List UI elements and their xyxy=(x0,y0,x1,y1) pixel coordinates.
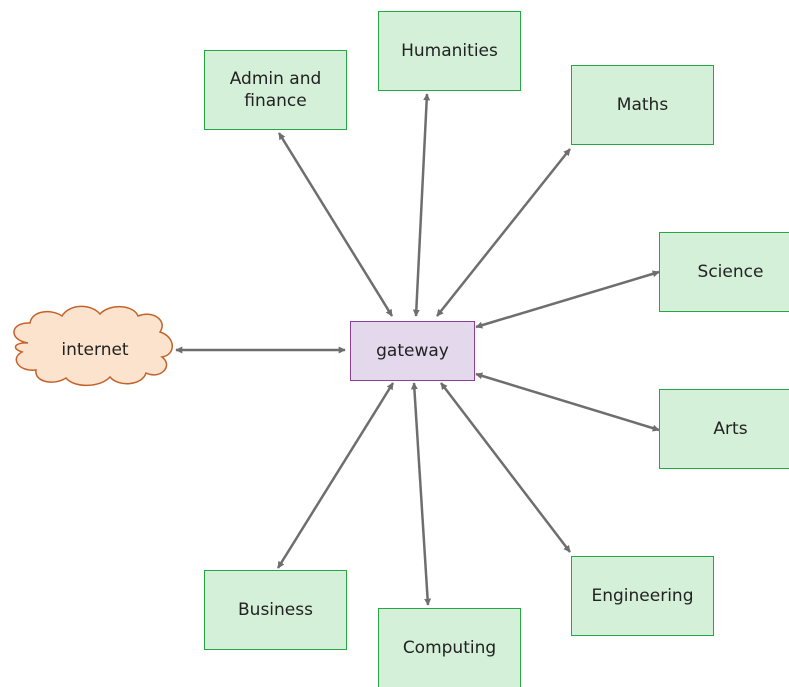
gateway-node: gateway xyxy=(350,321,475,381)
gateway-label: gateway xyxy=(376,341,449,361)
connector-admin xyxy=(277,132,394,317)
business-label: Business xyxy=(238,600,313,620)
arts-node: Arts xyxy=(659,389,789,469)
computing-node: Computing xyxy=(378,608,521,687)
connector-engineering xyxy=(440,382,571,553)
arts-label: Arts xyxy=(713,419,748,439)
admin-finance-label: Admin and finance xyxy=(229,69,322,111)
maths-label: Maths xyxy=(616,95,669,115)
humanities-node: Humanities xyxy=(378,11,521,91)
connector-arts xyxy=(475,372,660,432)
connector-computing xyxy=(410,382,432,606)
engineering-node: Engineering xyxy=(571,556,714,636)
internet-cloud-icon xyxy=(13,305,173,387)
engineering-label: Engineering xyxy=(591,586,694,606)
connector-science xyxy=(475,270,660,329)
humanities-label: Humanities xyxy=(401,41,498,61)
computing-label: Computing xyxy=(402,638,497,658)
connector-humanities xyxy=(412,93,431,317)
internet-label: internet xyxy=(61,340,129,360)
admin-finance-node: Admin and finance xyxy=(204,50,347,130)
science-label: Science xyxy=(697,262,764,282)
connector-business xyxy=(276,382,395,569)
maths-node: Maths xyxy=(571,65,714,145)
connector-maths xyxy=(436,148,571,317)
science-node: Science xyxy=(659,232,789,312)
business-node: Business xyxy=(204,570,347,650)
